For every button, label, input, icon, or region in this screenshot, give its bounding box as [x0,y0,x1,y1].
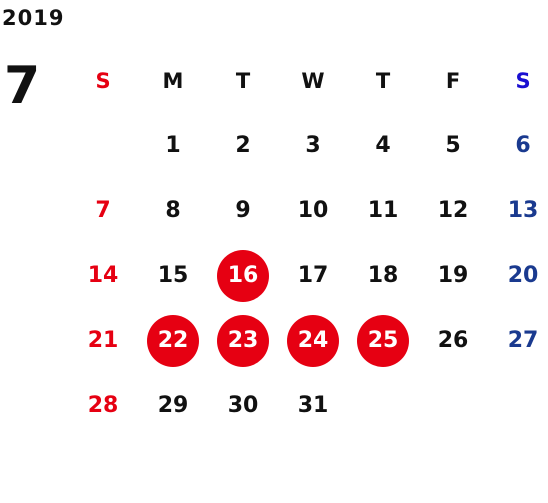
day-cell-highlighted[interactable]: 23 [208,308,278,373]
weekday-monday: M [162,68,184,93]
month-number: 7 [4,56,41,116]
weekday-friday: F [445,68,461,93]
weekday-wednesday: W [301,68,325,93]
day-cell[interactable]: 19 [437,263,469,288]
day-cell[interactable]: 17 [297,263,329,288]
day-cell[interactable]: 4 [375,133,391,158]
day-cell-empty [418,373,488,438]
day-cell[interactable]: 29 [157,393,189,418]
day-cell-empty [488,373,548,438]
calendar-grid: S M T W T F S 1 2 3 4 5 6 7 8 9 10 11 12… [68,48,548,438]
day-cell[interactable]: 5 [445,133,461,158]
day-cell[interactable]: 20 [507,263,539,288]
day-cell[interactable]: 15 [157,263,189,288]
day-cell-empty [68,113,138,178]
day-cell[interactable]: 26 [437,328,469,353]
day-cell[interactable]: 28 [87,393,119,418]
day-cell[interactable]: 2 [235,133,251,158]
day-cell[interactable]: 13 [507,198,539,223]
day-cell[interactable]: 1 [165,133,181,158]
day-cell[interactable]: 18 [367,263,399,288]
day-cell-empty [348,373,418,438]
day-cell[interactable]: 30 [227,393,259,418]
day-cell-highlighted[interactable]: 16 [208,243,278,308]
weekday-saturday: S [515,68,531,93]
day-cell[interactable]: 9 [235,198,251,223]
day-cell[interactable]: 6 [515,133,531,158]
day-cell[interactable]: 14 [87,263,119,288]
day-cell[interactable]: 11 [367,198,399,223]
day-cell[interactable]: 27 [507,328,539,353]
day-cell[interactable]: 31 [297,393,329,418]
day-cell-highlighted[interactable]: 22 [138,308,208,373]
day-cell[interactable]: 8 [165,198,181,223]
day-cell[interactable]: 10 [297,198,329,223]
weekday-sunday: S [95,68,111,93]
weekday-thursday: T [375,68,391,93]
day-cell-highlighted[interactable]: 25 [348,308,418,373]
weekday-tuesday: T [235,68,251,93]
year-label: 2019 [2,6,65,30]
day-cell[interactable]: 3 [305,133,321,158]
day-cell-highlighted[interactable]: 24 [278,308,348,373]
day-cell[interactable]: 21 [87,328,119,353]
day-cell[interactable]: 12 [437,198,469,223]
day-cell[interactable]: 7 [95,198,111,223]
